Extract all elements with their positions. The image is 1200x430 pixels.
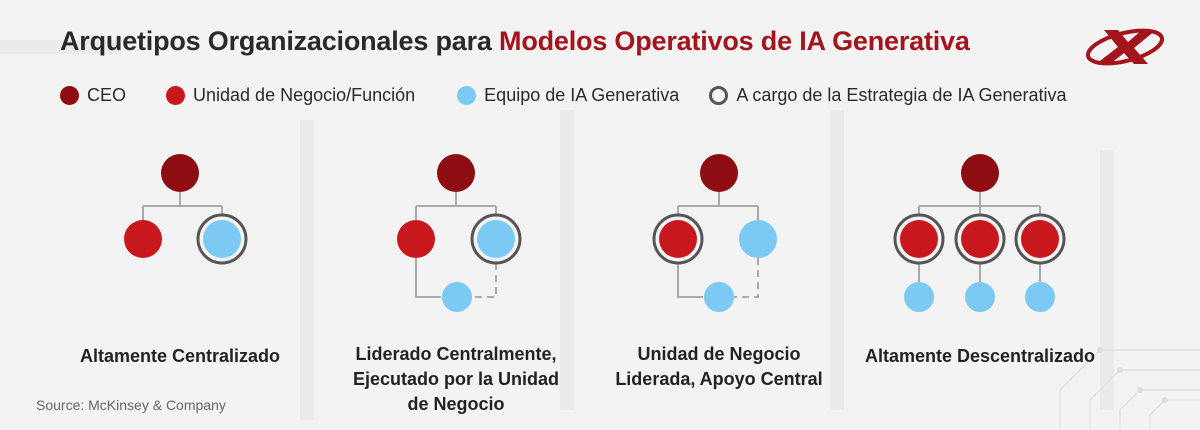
- business-unit-node: [900, 220, 938, 258]
- genai-team-dot-icon: [457, 85, 477, 105]
- embedded-genai-team-node: [442, 282, 472, 312]
- caption-highly-decentralized: Altamente Descentralizado: [846, 344, 1114, 369]
- diagram-business-unit-led: [677, 192, 759, 298]
- caption-text: Unidad de Negocio Liderada, Apoyo Centra…: [615, 344, 823, 389]
- caption-business-unit-led: Unidad de Negocio Liderada, Apoyo Centra…: [599, 342, 839, 392]
- legend-item-ceo: CEO: [60, 85, 126, 106]
- strategy-owner-ring: [196, 213, 248, 265]
- legend-label-ceo: CEO: [87, 84, 127, 105]
- caption-text: Altamente Descentralizado: [864, 346, 1096, 366]
- caption-highly-centralized: Altamente Centralizado: [50, 344, 310, 369]
- strategy-owner-ring: [1014, 213, 1066, 265]
- legend-item-strategy-owner: A cargo de la Estrategia de IA Generativ…: [709, 84, 1067, 106]
- ceo-node: [437, 154, 475, 192]
- brand-logo: [1085, 28, 1165, 66]
- genai-team-node: [739, 220, 777, 258]
- legend-label-strategy-owner: A cargo de la Estrategia de IA Generativ…: [736, 84, 1067, 105]
- business-unit-dot-icon: [166, 85, 186, 105]
- legend-label-genai-team: Equipo de IA Generativa: [484, 84, 680, 105]
- legend-item-business-unit: Unidad de Negocio/Función: [166, 85, 415, 106]
- title-part-1: Arquetipos Organizacionales para: [60, 26, 492, 56]
- ceo-node: [700, 154, 738, 192]
- diagram-highly-decentralized: [918, 192, 1041, 282]
- genai-team-node: [1025, 282, 1055, 312]
- caption-text: Liderado Centralmente, Ejecutado por la …: [352, 344, 560, 414]
- source-note: Source: McKinsey & Company: [36, 397, 226, 413]
- business-unit-node: [659, 220, 697, 258]
- strategy-owner-ring: [652, 213, 704, 265]
- genai-team-node: [477, 220, 515, 258]
- legend-label-business-unit: Unidad de Negocio/Función: [193, 84, 416, 105]
- strategy-owner-ring-icon: [709, 85, 729, 105]
- caption-text: Altamente Centralizado: [79, 346, 281, 366]
- strategy-owner-ring: [470, 213, 522, 265]
- genai-team-node: [904, 282, 934, 312]
- genai-team-node: [203, 220, 241, 258]
- ceo-node: [161, 154, 199, 192]
- strategy-owner-ring: [954, 213, 1006, 265]
- ceo-node: [961, 154, 999, 192]
- title-part-2: Modelos Operativos de IA Generativa: [499, 26, 970, 56]
- diagram-highly-centralized: [142, 192, 223, 220]
- caption-centrally-led: Liderado Centralmente, Ejecutado por la …: [336, 342, 576, 417]
- business-unit-node: [1021, 220, 1059, 258]
- legend-item-genai-team: Equipo de IA Generativa: [457, 85, 679, 106]
- embedded-genai-team-node: [704, 282, 734, 312]
- business-unit-node: [397, 220, 435, 258]
- diagram-centrally-led: [415, 192, 497, 298]
- page-title: Arquetipos Organizacionales para Modelos…: [60, 26, 970, 57]
- ceo-dot-icon: [60, 85, 79, 105]
- strategy-owner-ring: [893, 213, 945, 265]
- business-unit-node: [124, 220, 162, 258]
- business-unit-node: [961, 220, 999, 258]
- legend: CEO Unidad de Negocio/Función Equipo de …: [60, 84, 1067, 106]
- genai-team-node: [965, 282, 995, 312]
